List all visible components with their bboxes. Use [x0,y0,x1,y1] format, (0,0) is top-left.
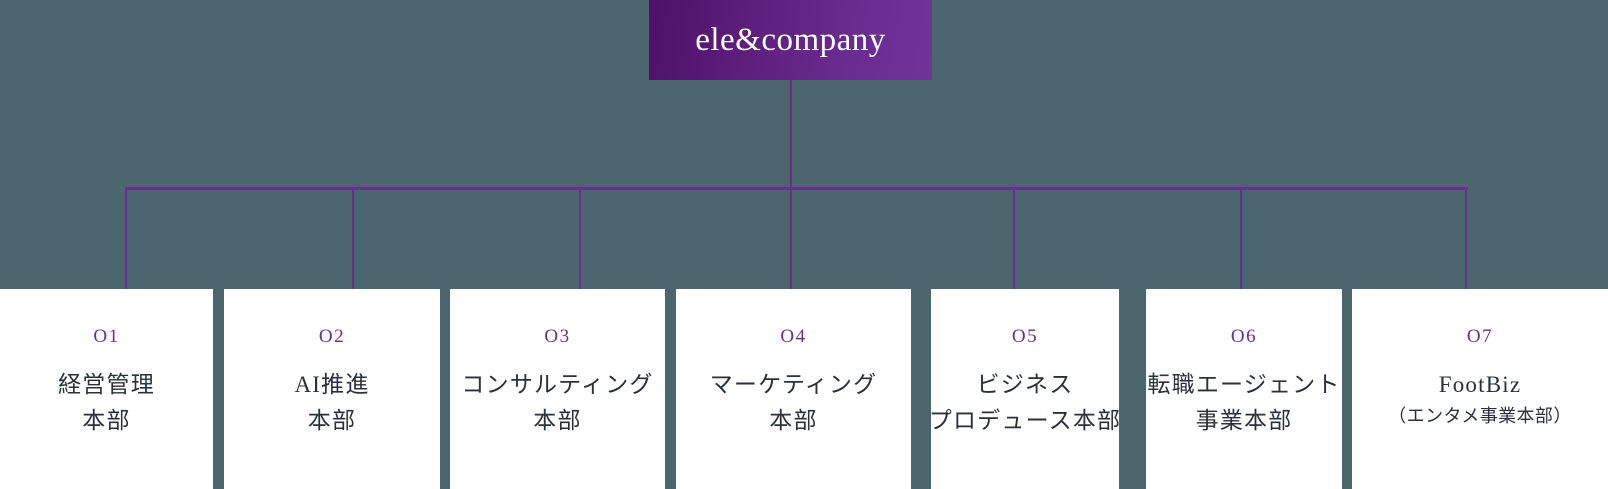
card-gap [665,289,676,489]
card-gap [911,289,931,489]
card-gap [1342,289,1352,489]
connector-trunk-vertical [790,80,792,189]
department-name-line-1: コンサルティング [461,372,654,397]
card-gap [1119,289,1146,489]
department-number: O4 [780,326,807,347]
department-number: O5 [1011,326,1039,347]
department-name-line-1: 経営管理 [58,372,155,397]
department-number: O7 [1466,326,1494,347]
root-company-title: ele&company [695,21,886,58]
department-name-line-1: ビジネス [976,372,1074,397]
connector-drop-5 [1013,188,1015,289]
department-name-line-2: 事業本部 [1195,407,1293,433]
connector-drop-4 [790,188,792,289]
department-name-sublabel: （エンタメ事業本部） [1388,405,1572,426]
department-name-line-1: FootBiz [1438,372,1522,397]
department-name-line-2: 本部 [769,407,818,433]
department-name-line-2: 本部 [82,407,131,433]
card-gap [213,289,224,489]
connector-drop-3 [579,188,581,289]
connector-drop-6 [1240,188,1242,289]
connector-horizontal-bus [125,187,1468,190]
department-number: O1 [93,326,120,347]
connector-drop-1 [125,188,127,289]
department-name-line-2: 本部 [533,407,582,433]
department-number: O2 [318,326,346,347]
department-card-o3[interactable]: O3 コンサルティング本部 [450,289,665,489]
connector-drop-2 [352,188,354,289]
department-name-line-2: プロデュース本部 [928,407,1122,433]
department-name-line-1: マーケティング [709,372,878,397]
department-number: O3 [544,326,571,347]
department-name-line-1: AI推進 [294,372,370,397]
department-name-line-2: 本部 [307,407,357,433]
department-card-o4[interactable]: O4 マーケティング本部 [676,289,911,489]
department-number: O6 [1230,326,1258,347]
connector-drop-7 [1465,188,1467,289]
department-name-line-1: 転職エージェント [1147,372,1341,397]
department-card-o6[interactable]: O6 転職エージェント事業本部 [1146,289,1342,489]
department-card-o1[interactable]: O1 経営管理本部 [0,289,213,489]
department-card-o5[interactable]: O5 ビジネスプロデュース本部 [928,289,1122,489]
root-company-box[interactable]: ele&company [649,0,932,80]
card-gap [440,289,450,489]
